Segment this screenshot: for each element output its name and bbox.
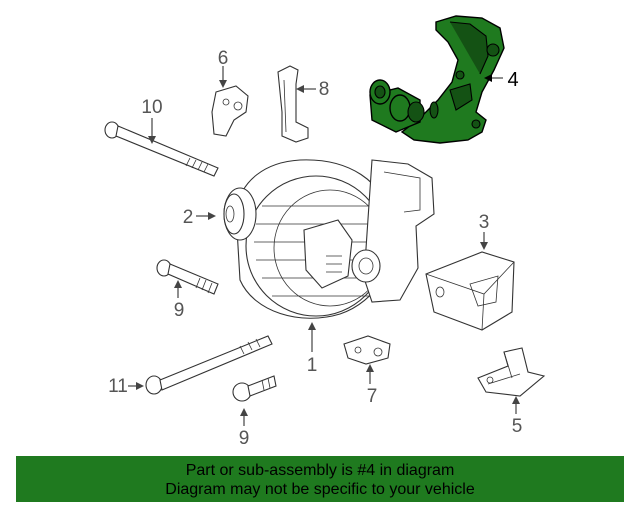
- callout-9-lower: 9: [239, 428, 250, 449]
- part-3-bracket[interactable]: [425, 251, 515, 331]
- part-9-bolt-upper[interactable]: [156, 259, 219, 295]
- callout-9-upper: 9: [174, 300, 185, 321]
- callout-5: 5: [512, 416, 523, 437]
- notice-part-number: Part or sub-assembly is #4 in diagram: [185, 462, 455, 479]
- part-7-gasket[interactable]: [343, 335, 391, 365]
- part-6-bracket[interactable]: [211, 85, 249, 137]
- callout-6: 6: [218, 48, 229, 69]
- part-4-tensioner-bracket[interactable]: [369, 15, 505, 144]
- part-9-bolt-lower[interactable]: [232, 375, 277, 402]
- callout-10: 10: [141, 97, 162, 118]
- diagram-notice-banner: Part or sub-assembly is #4 in diagram Di…: [16, 456, 624, 502]
- part-5-bracket[interactable]: [477, 347, 546, 397]
- part-8-heat-shield[interactable]: [277, 65, 309, 143]
- notice-disclaimer: Diagram may not be specific to your vehi…: [165, 481, 475, 498]
- part-11-bolt[interactable]: [145, 335, 273, 395]
- callout-3: 3: [479, 212, 490, 233]
- callout-1: 1: [307, 355, 318, 376]
- part-10-bolt[interactable]: [104, 121, 219, 177]
- callout-7: 7: [367, 386, 378, 407]
- callout-8: 8: [319, 79, 330, 100]
- callout-2: 2: [183, 207, 194, 228]
- parts-diagram: 6 8 10 4 2 3 9 1 7 11 9 5: [104, 15, 546, 449]
- part-2-pulley[interactable]: [223, 187, 257, 241]
- part-1-alternator[interactable]: [235, 159, 435, 319]
- callout-11: 11: [108, 376, 128, 397]
- leader-lines: [128, 66, 520, 426]
- callout-4: 4: [507, 69, 518, 91]
